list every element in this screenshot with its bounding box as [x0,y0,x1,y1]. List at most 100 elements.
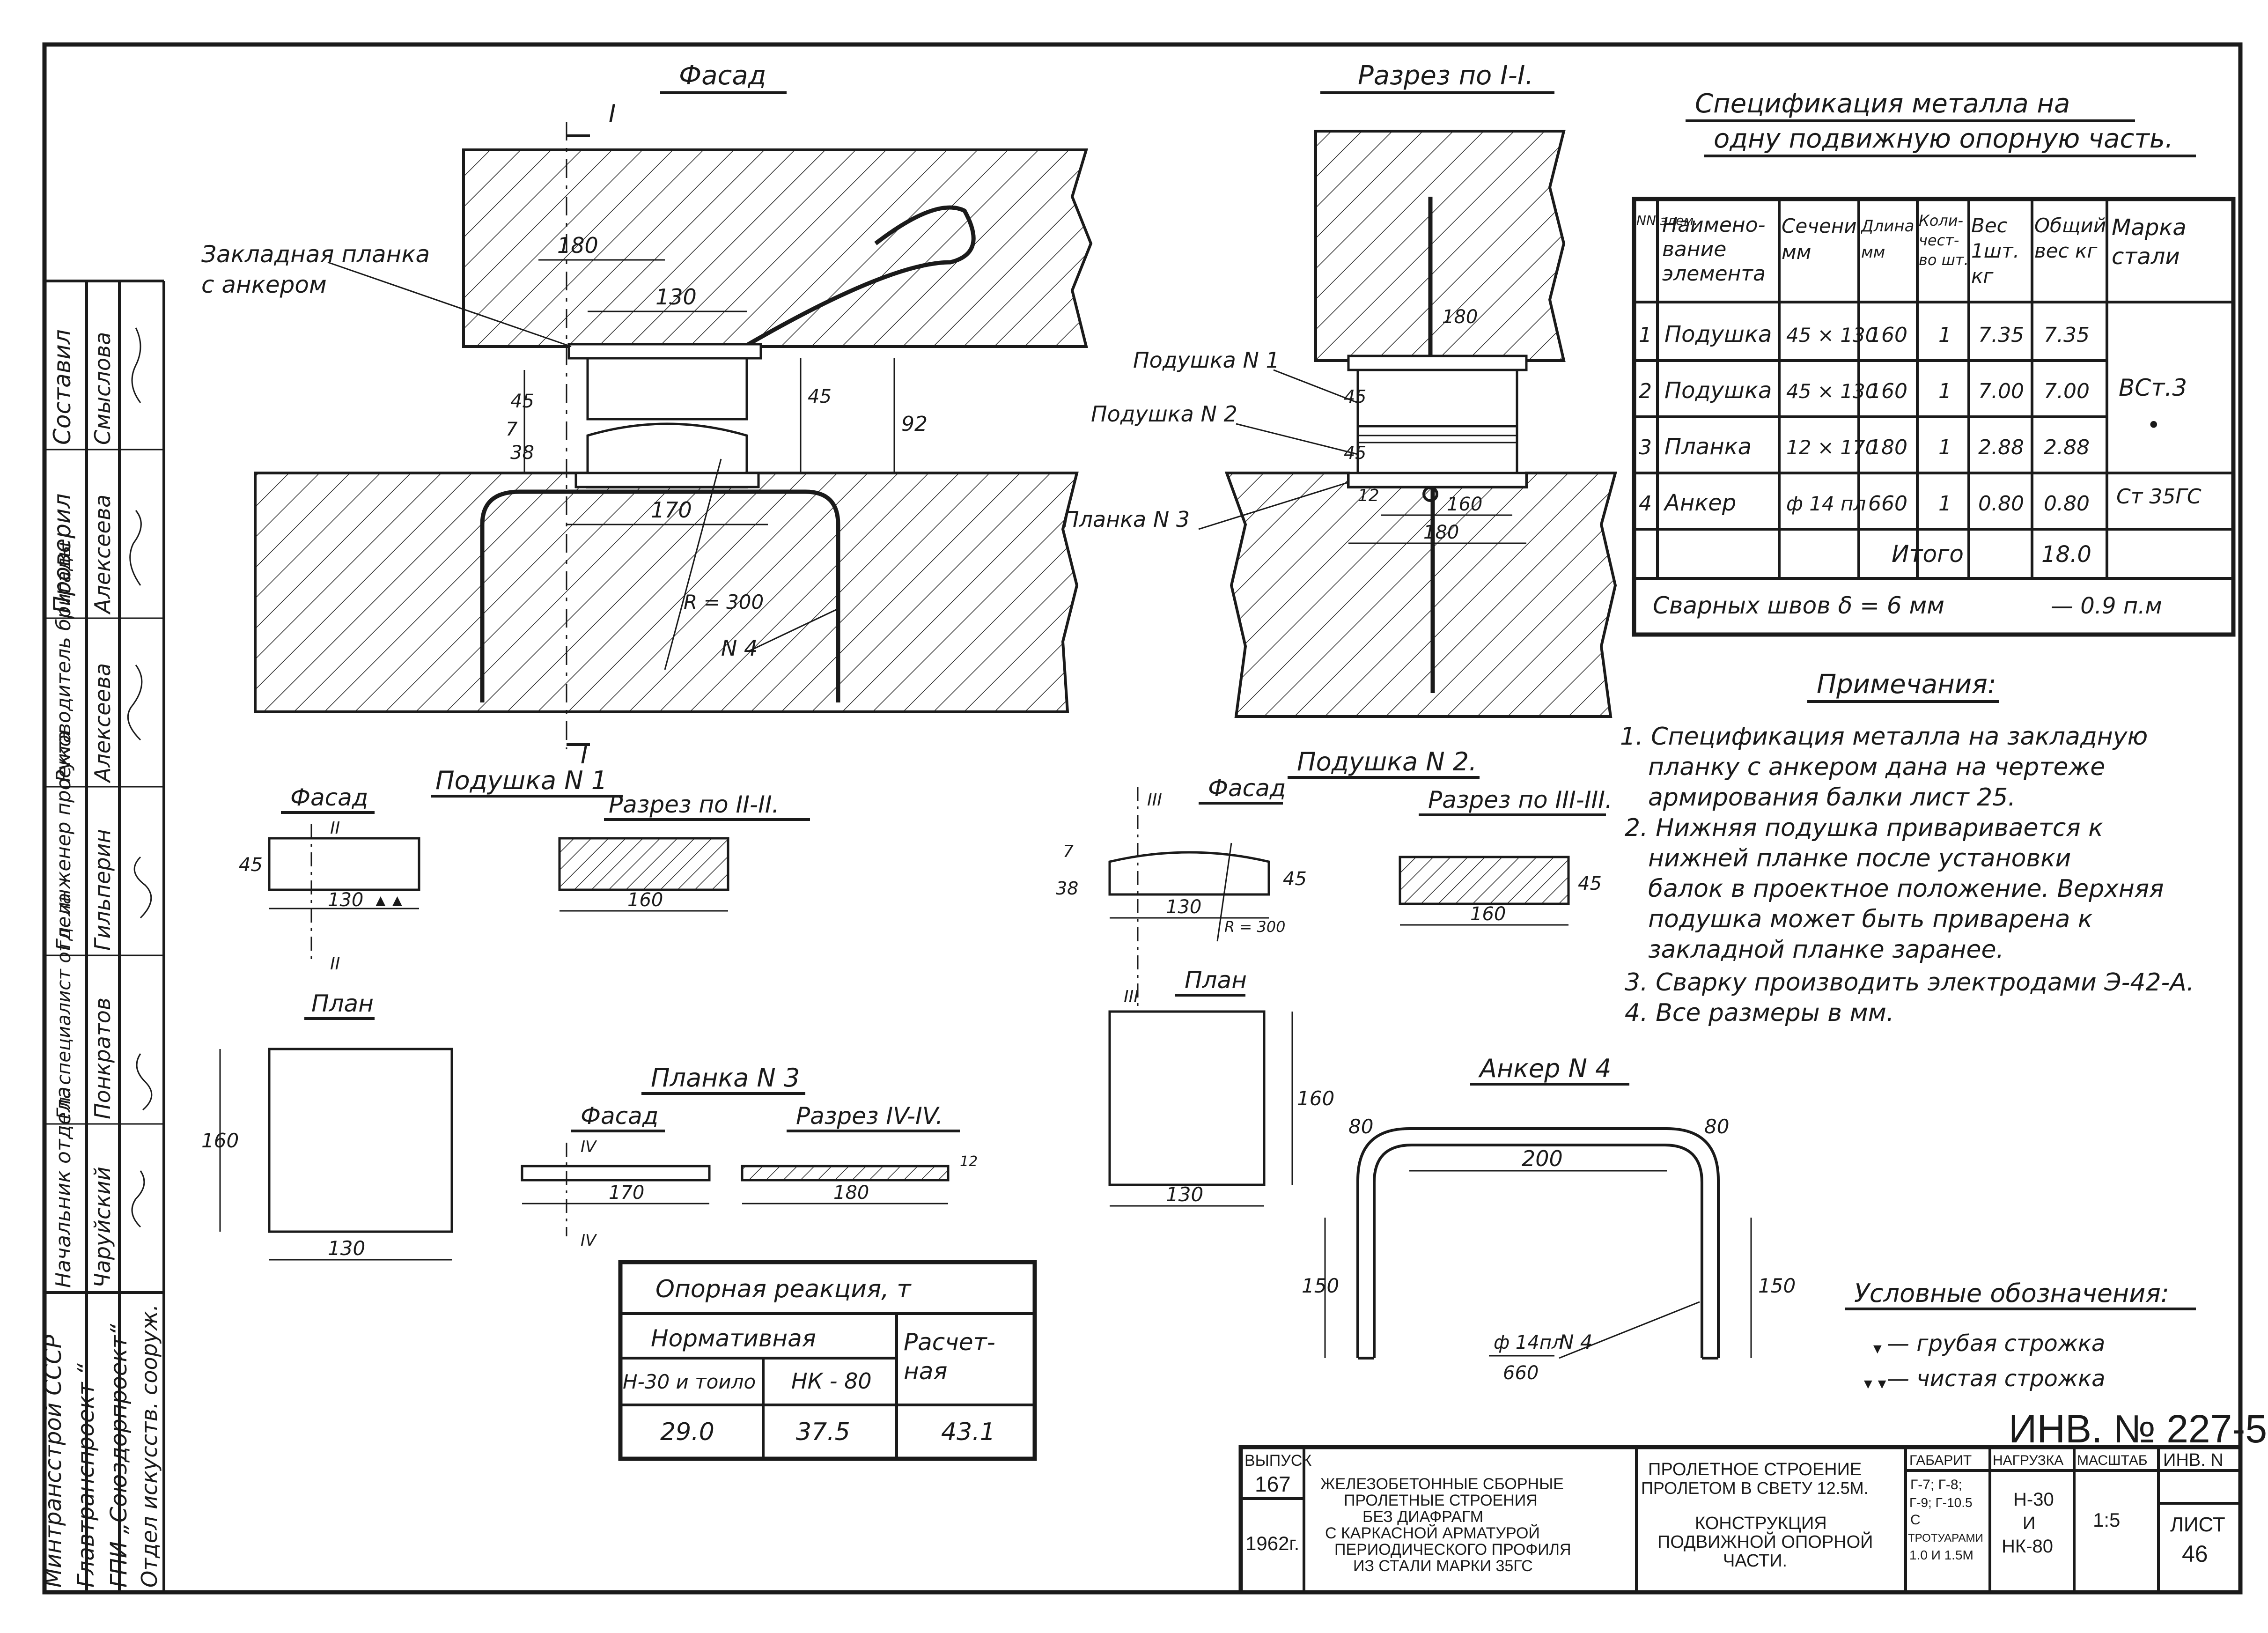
pad2-facade: Фасад [1208,775,1286,802]
sec-dim-180-top: 180 [1442,306,1478,328]
name-2: Алексеева [90,663,115,783]
issue-label: ВЫПУСК [1244,1452,1311,1470]
pad2-detail: Подушка N 2. Фасад Разрез по III-III. II… [1056,747,1613,1207]
subtitle-line: КОНСТРУКЦИЯ [1695,1514,1827,1533]
section-mark-bottom: I [581,741,588,769]
subtitle-line: ЧАСТИ. [1723,1551,1787,1571]
section-title: Разрез по I-I. [1358,60,1533,91]
pad2-mark-bottom: III [1124,987,1139,1006]
sec-dim-12: 12 [1358,486,1379,505]
pad2-facade-shape [1108,851,1270,896]
lower-pad [586,422,748,474]
title-line: ПРОЛЕТНОЕ СТРОЕНИЕ [1648,1460,1862,1479]
signature [133,856,152,919]
note-line: армирования балки лист 25. [1648,783,2016,812]
reaction-v3: 43.1 [941,1418,995,1446]
title-line: ПРОЛЕТОМ В СВЕТУ 12.5М. [1641,1478,1869,1498]
anchor-n4-label: N 4 [721,635,758,661]
cell: 7.35 [2044,323,2090,347]
anchor-dim-150a: 150 [1302,1274,1339,1297]
facade-title: Фасад [679,60,766,91]
anchor-n: N 4 [1559,1330,1593,1353]
scale-label: МАСШТАБ [2077,1453,2148,1468]
plate3-dim-12: 12 [960,1153,978,1170]
anchor-dim-200: 200 [1522,1146,1563,1171]
sheet-label: ЛИСТ [2170,1513,2225,1536]
plate3-mark-bottom: IV [581,1231,597,1250]
series-line: С КАРКАСНОЙ АРМАТУРОЙ [1325,1524,1540,1542]
anchor-dim-150b: 150 [1758,1274,1796,1297]
anchor4-title: Анкер N 4 [1478,1054,1611,1083]
plate3-detail: Планка N 3 Фасад Разрез IV-IV. IV IV 170… [521,1063,978,1250]
legend: Условные обозначения: ▼ — грубая строжка… [1845,1278,2196,1392]
signature [129,510,142,586]
ditto-mark: • [2147,412,2161,439]
pad2-mark: III [1147,791,1162,810]
sec-dim-45: 45 [1344,386,1366,407]
reaction-table: Опорная реакция, т Нормативная Расчет- н… [618,1260,1037,1461]
reaction-title: Опорная реакция, т [655,1275,912,1303]
cell: 4 [1639,492,1652,516]
cell: 45 × 130 [1786,380,1878,403]
name-4: Понкратов [90,998,115,1119]
load-line: Н-30 [2013,1489,2054,1510]
plate3-facade-rect [521,1165,711,1182]
pad2-plan-dim-160: 160 [1297,1087,1334,1110]
pad1-leader-label: Подушка N 1 [1133,347,1280,373]
beam-cross-section [1314,130,1566,362]
dim-7: 7 [506,419,518,440]
signature [136,1053,153,1111]
anchor4-detail: Анкер N 4 200 80 80 150 150 ф 14пл 660 N… [1302,1054,1796,1384]
spec-header-6: Общий вес кг [2034,214,2106,262]
anchor-diam: ф 14пл [1494,1332,1564,1353]
clean-mark-icon: ▼▼ [1861,1376,1889,1392]
pad2-plan-dim-130: 130 [1166,1183,1203,1206]
role-0: Составил [49,329,76,445]
note-line: планку с анкером дана на чертеже [1648,753,2105,781]
pad2-dim-38: 38 [1056,878,1078,899]
cell: 2.88 [2044,436,2090,459]
sheet-frame [42,42,2243,1595]
cell: 1 [1938,323,1951,347]
pad2-dim-160: 160 [1470,903,1506,925]
anchor-length: 660 [1503,1362,1539,1384]
total-value: 18.0 [2041,541,2091,568]
embedded-plate [567,343,762,360]
cell: Подушка [1664,321,1772,347]
pad1-plan-rect [268,1048,453,1233]
cell: 180 [1868,436,1907,459]
dim-45b: 45 [808,386,832,407]
spec-row: 2 Подушка 45 × 130 160 1 7.00 7.00 [1639,377,2090,404]
spec-header-3: Длина мм [1861,217,1915,262]
cell: 45 × 130 [1786,324,1878,347]
weld-label: Сварных швов δ = 6 мм [1653,592,1944,619]
cell: 1 [1938,492,1951,516]
role-5: Начальник отдела [52,1086,75,1288]
rough-mark-pair: ▲▲ [372,891,405,910]
load-line: И [2023,1514,2035,1533]
cell: 3 [1639,436,1652,459]
dim-180: 180 [557,233,598,258]
note-line: нижней планке после установки [1648,844,2071,872]
total-label: Итого [1892,540,1964,568]
reaction-v1: 29.0 [660,1418,714,1446]
note-line: 1. Спецификация металла на закладную [1620,723,2148,751]
gabarit-line: Г-7; Г-8; [1910,1477,1962,1493]
gabarit-line: ТРОТУАРАМИ [1908,1532,1983,1544]
radius-label: R = 300 [684,591,764,613]
spec-header-5: Вес 1шт. кг [1971,214,2019,288]
spec-header-0: NN элем. [1636,213,1698,228]
plate3-section: Разрез IV-IV. [796,1102,943,1130]
side-stamp: Минтрансстрой СССР Главтрансп­роект “ ГП… [40,280,165,1592]
steel-grade-a: ВСт.3 [2119,374,2187,401]
pad2-radius: R = 300 [1224,918,1285,936]
plate3-dim-170: 170 [609,1182,644,1204]
steel-grade-b: Ст 35ГС [2116,485,2202,509]
cell: 7.35 [1978,323,2024,347]
reaction-col1: Н-30 и тоило [623,1370,756,1393]
series-line: ИЗ СТАЛИ МАРКИ 35ГС [1353,1557,1533,1575]
scale-value: 1:5 [2093,1509,2120,1531]
org-line-3: ГПИ „Союздорпроект“ [106,1323,132,1588]
pad1-plan-dim-130: 130 [328,1237,365,1260]
